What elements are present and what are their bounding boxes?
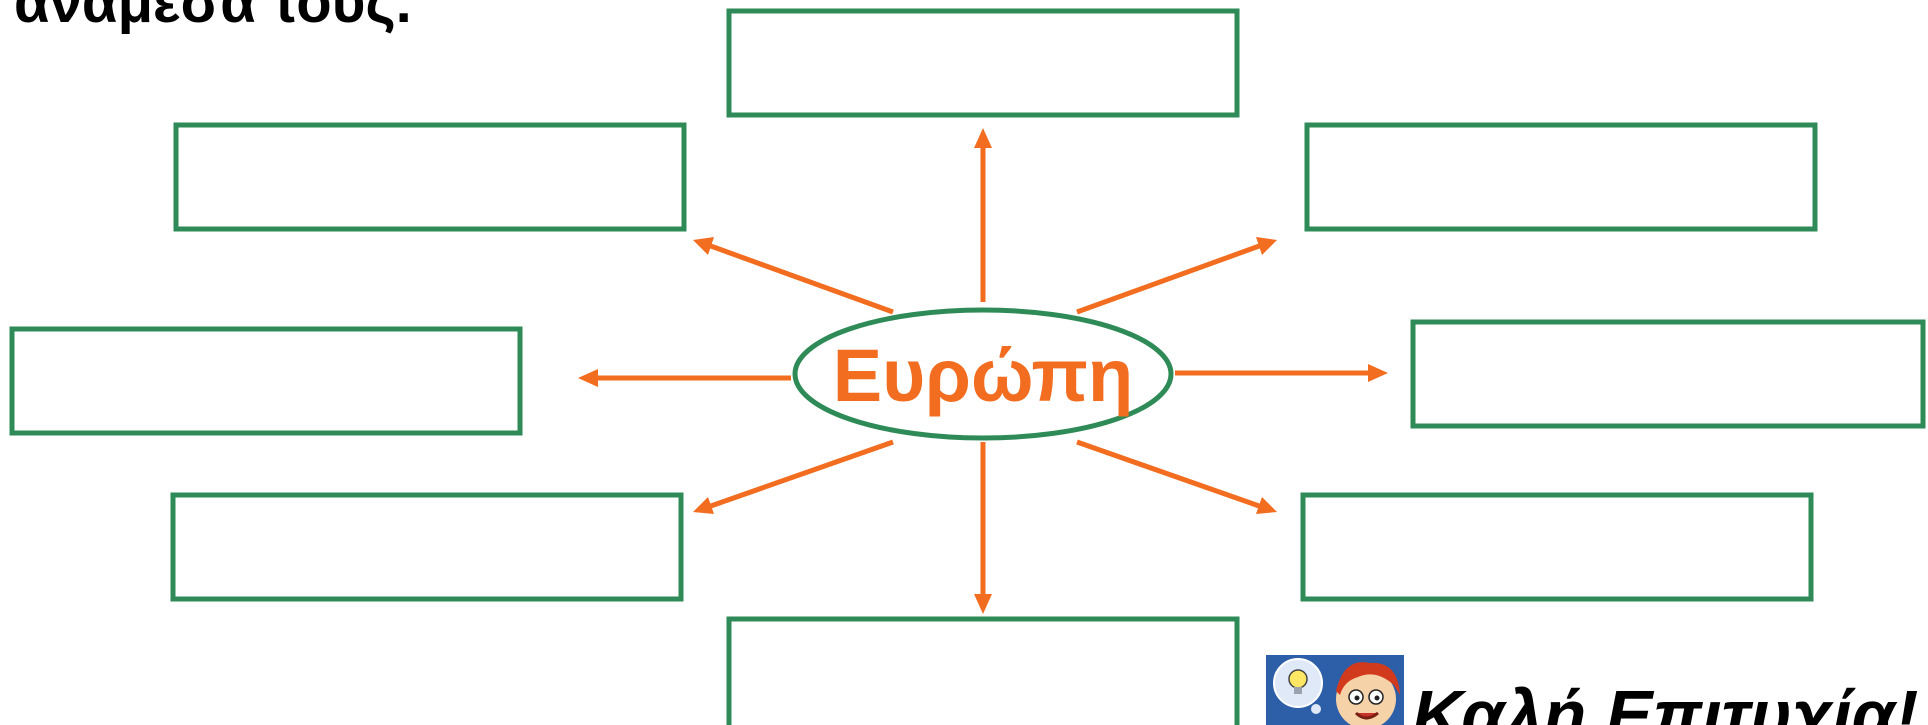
center-label: Ευρώπη [833, 334, 1134, 417]
instruction-heading: ανάμεσά τους. [14, 0, 412, 35]
good-luck-text: Καλή Επιτυχία! [1412, 676, 1919, 725]
arrowhead-left [578, 369, 598, 387]
answer-box-left[interactable] [9, 326, 523, 436]
arrowhead-lower-left [693, 497, 714, 514]
arrow-to-lower-left [707, 439, 894, 510]
arrow-to-upper-left [707, 242, 894, 315]
arrowhead-upper-right [1256, 237, 1277, 255]
arrowhead-right [1368, 364, 1388, 382]
arrowhead-lower-right [1256, 497, 1277, 514]
center-ellipse [792, 307, 1174, 441]
arrowhead-bottom [974, 594, 992, 614]
answer-box-lower-right[interactable] [1300, 492, 1814, 602]
arrowhead-top [974, 128, 992, 148]
answer-box-lower-left[interactable] [170, 492, 684, 602]
answer-box-upper-left[interactable] [173, 122, 687, 232]
cartoon-child-with-lightbulb-idea-icon [1266, 655, 1404, 725]
arrowhead-upper-left [693, 237, 714, 255]
answer-box-right[interactable] [1410, 319, 1926, 429]
arrow-to-upper-right [1076, 242, 1263, 315]
answer-box-top[interactable] [726, 8, 1240, 118]
answer-box-upper-right[interactable] [1304, 122, 1818, 232]
arrow-to-lower-right [1076, 439, 1263, 510]
answer-box-bottom[interactable] [726, 616, 1240, 725]
